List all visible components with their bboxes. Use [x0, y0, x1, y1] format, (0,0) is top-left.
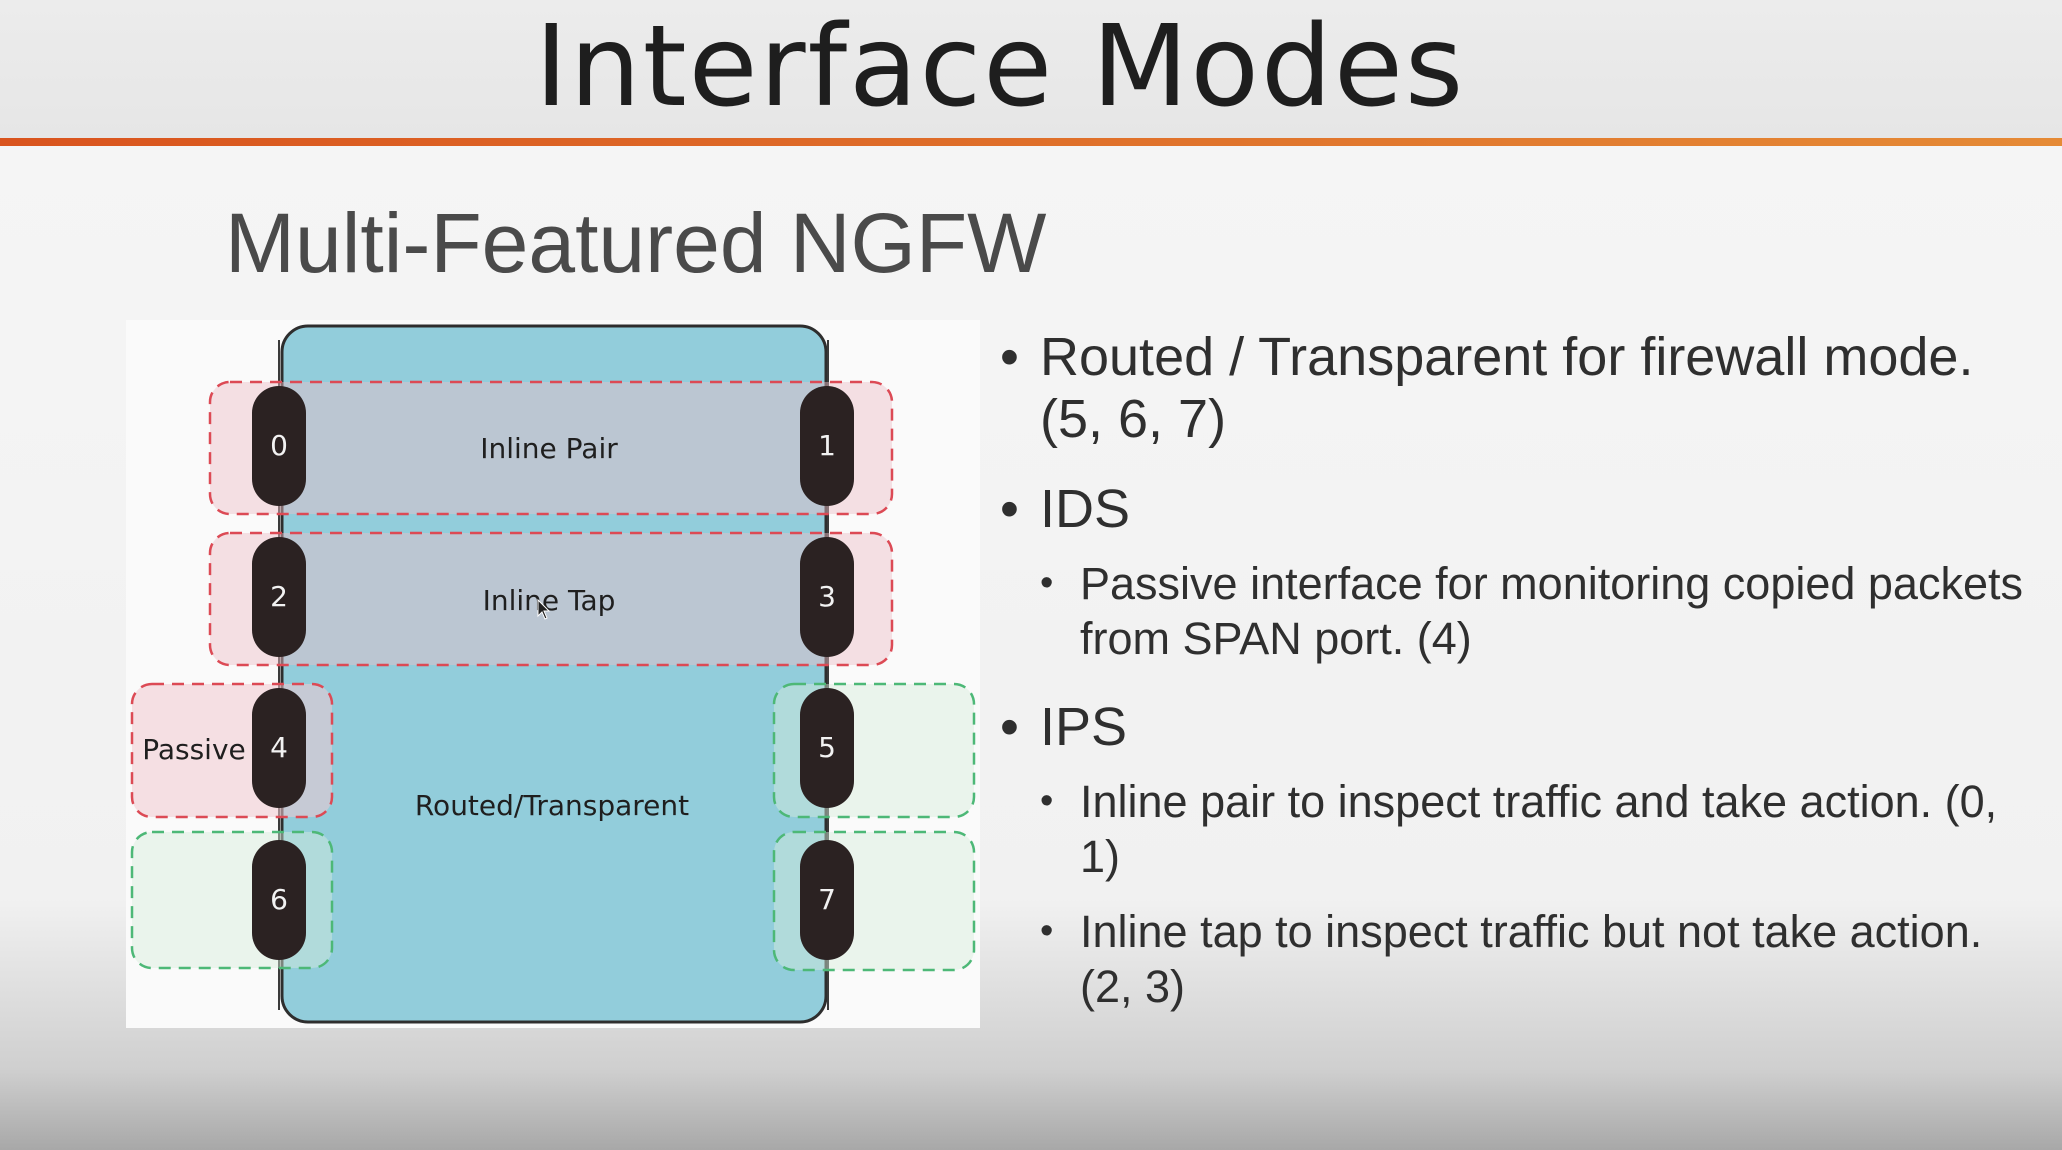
bullet-text: IPS	[1040, 697, 1128, 757]
port-label-7: 7	[818, 883, 836, 916]
port-label-2: 2	[270, 580, 288, 613]
appliance-box	[280, 324, 828, 1024]
bullet-dot-icon: •	[1000, 327, 1019, 387]
sub-bullet-ids-passive: • Passive interface for monitoring copie…	[1040, 556, 2040, 666]
slide-title: Interface Modes	[534, 2, 1466, 132]
port-7	[800, 840, 854, 960]
bullet-dot-icon: •	[1000, 697, 1019, 757]
passive-label: Passive	[142, 733, 246, 766]
slide-header: Interface Modes	[0, 0, 2062, 140]
header-accent-rule	[0, 138, 2062, 146]
port-6	[252, 840, 306, 960]
bullet-text: Inline tap to inspect traffic but not ta…	[1080, 906, 1983, 1012]
bullet-dot-icon: •	[1040, 910, 1054, 952]
port-0	[252, 386, 306, 506]
bullet-dot-icon: •	[1040, 780, 1054, 822]
bullet-dot-icon: •	[1000, 479, 1019, 539]
port-label-1: 1	[818, 429, 836, 462]
sub-bullet-ips-inline-tap: • Inline tap to inspect traffic but not …	[1040, 904, 2040, 1014]
port-label-4: 4	[270, 731, 288, 764]
sub-bullet-ips-inline-pair: • Inline pair to inspect traffic and tak…	[1040, 774, 2040, 884]
port-1	[800, 386, 854, 506]
inline-pair-label: Inline Pair	[480, 432, 618, 465]
diagram-svg: 0 1 2 3 4 5 6 7 Inline Pair Inline Tap R…	[130, 324, 976, 1024]
bullet-dot-icon: •	[1040, 562, 1054, 604]
interface-modes-diagram: 0 1 2 3 4 5 6 7 Inline Pair Inline Tap R…	[126, 320, 980, 1028]
bullet-routed-transparent: • Routed / Transparent for firewall mode…	[1000, 326, 2040, 450]
mouse-cursor-icon	[537, 598, 551, 620]
bullet-list: • Routed / Transparent for firewall mode…	[1000, 326, 2040, 1034]
bullet-text: Routed / Transparent for firewall mode. …	[1040, 327, 1974, 449]
inline-tap-label: Inline Tap	[483, 584, 616, 617]
port-2	[252, 537, 306, 657]
inline-tap-zone	[208, 531, 894, 667]
port-3	[800, 537, 854, 657]
bullet-text: Inline pair to inspect traffic and take …	[1080, 776, 1998, 882]
port-5	[800, 688, 854, 808]
port-4	[252, 688, 306, 808]
bullet-text: Passive interface for monitoring copied …	[1080, 558, 2023, 664]
slide-subtitle: Multi-Featured NGFW	[225, 196, 1047, 290]
port-label-3: 3	[818, 580, 836, 613]
port-label-5: 5	[818, 731, 836, 764]
port-label-0: 0	[270, 429, 288, 462]
routed-transparent-label: Routed/Transparent	[415, 789, 689, 822]
bullet-text: IDS	[1040, 479, 1131, 539]
port-label-6: 6	[270, 883, 288, 916]
inline-pair-zone	[208, 380, 894, 516]
bullet-ips: • IPS	[1000, 696, 2040, 758]
bullet-ids: • IDS	[1000, 478, 2040, 540]
